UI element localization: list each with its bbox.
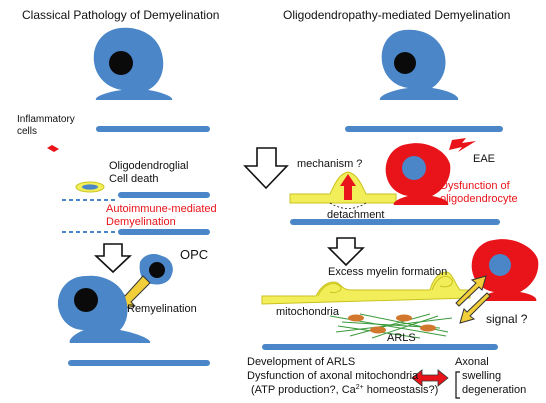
mitochondrion [396, 314, 412, 322]
excess-myelin [261, 271, 471, 305]
lightning-icon-eae [449, 138, 476, 152]
damaged-myelin [62, 181, 210, 235]
mitochondrion [370, 326, 386, 334]
arls-label: ARLS [387, 332, 416, 344]
detachment-label: detachment [327, 209, 385, 221]
detaching-myelin [289, 171, 500, 225]
red-up-arrow [340, 174, 356, 200]
opc-cell [139, 254, 173, 285]
oligodendrocyte-lower [471, 239, 539, 301]
down-arrow-left [93, 243, 133, 274]
axon-left-top [96, 126, 210, 132]
remyelination-label: Remyelination [127, 303, 197, 315]
heading-right: Oligodendropathy-mediated Demyelination [283, 8, 511, 22]
degeneration-label: degeneration [462, 384, 527, 396]
swelling-label: swelling [462, 370, 502, 382]
mitochondria-label: mitochondria [276, 306, 339, 318]
eae-label: EAE [473, 153, 496, 165]
arls-region [329, 313, 453, 339]
arls-development-label: Development of ARLS [247, 356, 356, 368]
excess-myelin-label: Excess myelin formation [328, 266, 448, 278]
mechanism-label: mechanism ? [297, 158, 363, 170]
opc-label: OPC [180, 247, 209, 262]
axonal-label: Axonal [455, 356, 489, 368]
nucleus [109, 51, 133, 75]
healthy-oligodendrocyte-right [379, 29, 459, 101]
axon-right-bottom [262, 344, 498, 350]
remyelinating-oligodendrocyte [57, 275, 151, 343]
lightning-icon [40, 138, 68, 160]
mitochondrion [420, 324, 436, 332]
signal-arrows [455, 275, 491, 324]
down-arrow-center [243, 147, 289, 190]
atp-ca-label: (ATP production?, Ca2+ homeostasis?) [251, 384, 439, 396]
mitochondrion [348, 314, 364, 322]
dysfunctional-oligodendrocyte [385, 143, 451, 205]
axon-right-top [345, 126, 503, 132]
down-arrow-right [327, 237, 365, 267]
mitochondria-dysfunction-label: Dysfunction of axonal mitochondria [247, 370, 419, 382]
axonal-bracket [455, 371, 460, 399]
axon-left-bottom [68, 360, 210, 366]
healthy-oligodendrocyte-top [93, 27, 173, 100]
heading-left: Classical Pathology of Demyelination [22, 8, 220, 22]
bidirectional-arrow [411, 369, 449, 387]
signal-label: signal ? [486, 312, 528, 326]
